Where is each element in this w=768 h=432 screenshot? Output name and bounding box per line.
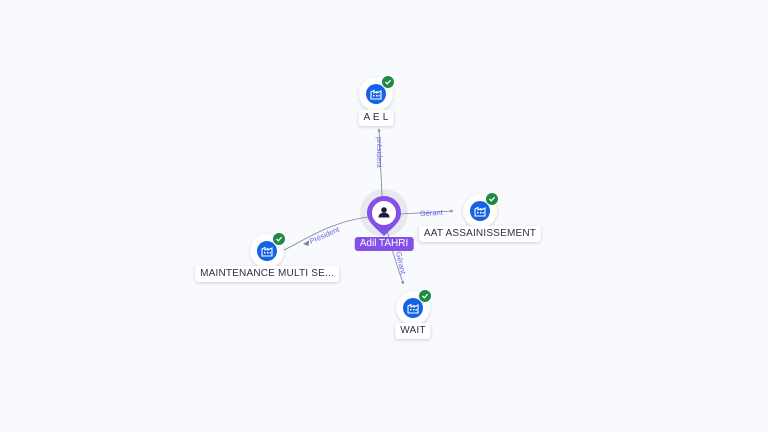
- edge-label-aat: Gérant: [420, 208, 444, 218]
- company-node-aat[interactable]: [463, 192, 499, 228]
- company-label-wait[interactable]: WAIT: [395, 323, 431, 339]
- verified-check-icon: [381, 75, 395, 89]
- verified-check-icon: [418, 289, 432, 303]
- edge-label-maintenance: Président: [308, 224, 341, 245]
- company-node-maintenance[interactable]: [250, 232, 286, 268]
- person-name-label[interactable]: Adil TAHRI: [354, 237, 414, 251]
- company-node-ael[interactable]: [359, 75, 395, 111]
- edge-maintenance: [283, 216, 369, 251]
- edge-aat: [400, 209, 454, 215]
- company-building-icon: [257, 241, 277, 261]
- company-building-icon: [366, 84, 386, 104]
- company-building-icon: [403, 298, 423, 318]
- verified-check-icon: [485, 192, 499, 206]
- company-building-icon: [470, 201, 490, 221]
- person-icon: [378, 207, 390, 218]
- company-label-maintenance[interactable]: MAINTENANCE MULTI SE...: [195, 266, 339, 282]
- company-label-aat[interactable]: AAT ASSAINISSEMENT: [418, 226, 542, 242]
- verified-check-icon: [272, 232, 286, 246]
- company-node-wait[interactable]: [396, 289, 432, 325]
- person-node[interactable]: [365, 194, 403, 238]
- company-label-ael[interactable]: A E L: [358, 110, 394, 126]
- edge-ael: [377, 128, 383, 197]
- edge-label-ael: président: [375, 137, 384, 169]
- edge-arrow-maintenance: [303, 240, 309, 246]
- edge-wait: [386, 229, 405, 285]
